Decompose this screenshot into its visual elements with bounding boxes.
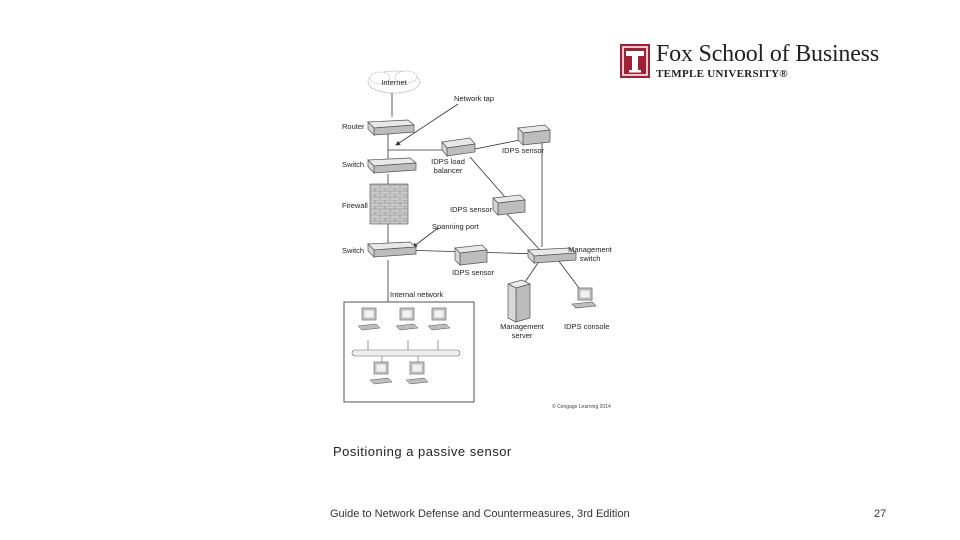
- management-switch-icon: [527, 247, 577, 264]
- label-idps-load-balancer: IDPS load balancer: [431, 157, 465, 175]
- workstation-icon: [427, 307, 451, 331]
- image-credit: © Cengage Learning 2014: [552, 404, 611, 410]
- network-diagram-graphic: [343, 70, 597, 403]
- idps-sensor-top-icon: [517, 124, 551, 146]
- label-idps-sensor-top: IDPS sensor: [502, 146, 545, 155]
- firewall-icon: [369, 183, 409, 225]
- fox-school-logo: Fox School of Business TEMPLE UNIVERSITY…: [620, 41, 890, 84]
- switch-bottom-icon: [367, 241, 417, 258]
- label-internal-network: Internal network: [390, 290, 444, 299]
- label-network-tap: Network tap: [454, 94, 495, 103]
- idps-sensor-mid-icon: [492, 194, 526, 216]
- footer-title: Guide to Network Defense and Countermeas…: [330, 508, 630, 520]
- temple-t-logo-icon: [620, 44, 650, 78]
- switch-top-icon: [367, 157, 417, 174]
- label-idps-sensor-mid: IDPS sensor: [450, 205, 493, 214]
- workstation-icon: [357, 307, 381, 331]
- label-management-server: Management server: [500, 322, 544, 340]
- workstation-icon: [405, 361, 429, 385]
- network-bus: [351, 349, 461, 357]
- workstation-icon: [395, 307, 419, 331]
- network-diagram: Internet Network tap Router Switch IDPS …: [330, 62, 630, 417]
- label-router: Router: [342, 122, 365, 131]
- idps-load-balancer-icon: [441, 137, 476, 157]
- label-spanning-port: Spanning port: [432, 222, 479, 231]
- label-management-switch: Management switch: [568, 245, 612, 263]
- label-idps-console: IDPS console: [564, 322, 610, 331]
- label-internet: Internet: [381, 78, 407, 87]
- label-firewall: Firewall: [342, 201, 368, 210]
- workstation-icon: [369, 361, 393, 385]
- idps-sensor-bottom-icon: [454, 244, 488, 266]
- internet-cloud-icon: [367, 70, 421, 94]
- logo-title: Fox School of Business: [656, 41, 879, 67]
- figure-caption: Positioning a passive sensor: [333, 444, 512, 459]
- management-server-icon: [507, 279, 531, 323]
- router-icon: [367, 119, 415, 136]
- label-switch-top: Switch: [342, 160, 365, 169]
- idps-console-icon: [571, 287, 597, 309]
- label-switch-bottom: Switch: [342, 246, 365, 255]
- page-number: 27: [874, 508, 887, 520]
- label-idps-sensor-bottom: IDPS sensor: [452, 268, 495, 277]
- logo-subtitle: TEMPLE UNIVERSITY®: [656, 68, 788, 80]
